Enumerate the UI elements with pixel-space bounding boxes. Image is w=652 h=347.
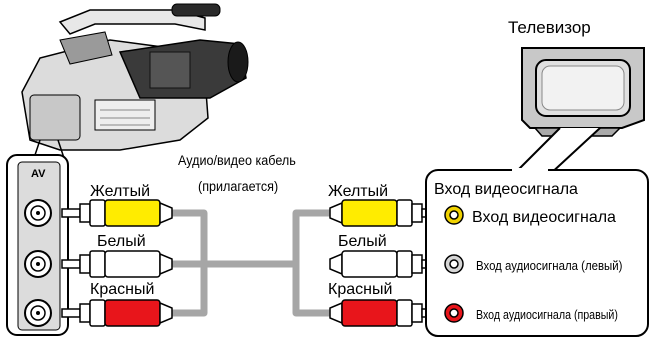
av-jack-label: AV — [31, 168, 46, 180]
tv-input-jack-audio-right — [444, 303, 464, 323]
tv-label: Телевизор — [508, 18, 591, 37]
left-plug-white-label: Белый — [97, 233, 146, 250]
left-plug-red — [61, 299, 173, 327]
tv-input-panel: Вход видеосигнала Вход видеосигнала Вход… — [425, 168, 649, 337]
tv-input-jack-audio-left — [444, 254, 464, 274]
right-plug-red-label: Красный — [328, 281, 392, 298]
left-plug-yellow — [61, 199, 173, 227]
camcorder-illustration — [21, 3, 249, 159]
left-plug-white — [61, 250, 173, 278]
right-plug-yellow — [329, 199, 439, 227]
camera-jack-1 — [24, 199, 52, 227]
tv-input-jack-video — [444, 205, 464, 225]
av-cable-wires — [168, 209, 334, 317]
right-plug-yellow-label: Желтый — [328, 183, 388, 200]
cable-label-line1: Аудио/видео кабель — [178, 152, 296, 168]
television-illustration — [521, 47, 645, 137]
camera-av-jack-panel: AV — [6, 154, 69, 336]
left-plug-yellow-label: Желтый — [90, 183, 150, 200]
right-plug-red — [329, 299, 439, 327]
right-plug-white-label: Белый — [338, 233, 387, 250]
left-plug-red-label: Красный — [90, 281, 154, 298]
tv-input-label-audio-left: Вход аудиосигнала (левый) — [476, 258, 622, 273]
tv-input-label-audio-right: Вход аудиосигнала (правый) — [476, 307, 618, 322]
camera-jack-3 — [24, 299, 52, 327]
camera-jack-2 — [24, 250, 52, 278]
tv-input-label-video: Вход видеосигнала — [472, 209, 616, 226]
cable-label-line2: (прилагается) — [198, 178, 278, 194]
tv-panel-title: Вход видеосигнала — [434, 181, 578, 198]
right-plug-white — [329, 250, 439, 278]
